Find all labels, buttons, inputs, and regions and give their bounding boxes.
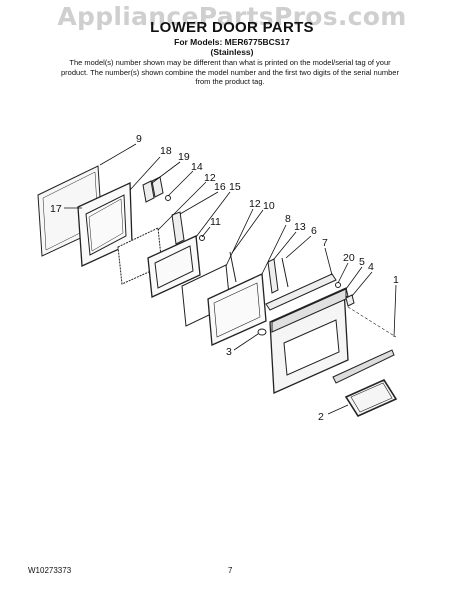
part-6-rail [281,257,289,288]
callout-4: 4 [368,261,374,273]
callout-8: 8 [285,213,291,225]
part-16-hinge [171,211,185,245]
part-4-clip [345,294,355,307]
part-14-bracket [151,176,164,198]
callout-18: 18 [160,145,172,157]
variant-line: (Stainless) [210,47,254,57]
callout-6: 6 [311,225,317,237]
part-15-frame [147,235,201,298]
model-note: The model(s) number shown may be differe… [61,58,399,86]
callout-15: 15 [229,181,241,193]
part-8-panel [207,273,267,346]
model-line: For Models: MER6775BCS17 [174,37,290,47]
callout-19: 19 [178,151,190,163]
callout-1: 1 [393,274,399,286]
part-13-rail [267,258,279,294]
part-2-glass [344,378,398,418]
callout-16: 16 [214,181,226,193]
document-number: W10273373 [28,566,72,575]
callout-2: 2 [318,411,324,423]
watermark: AppliancePartsPros.com [57,2,407,31]
callout-9: 9 [136,133,142,145]
part-1-handle [332,349,395,384]
callout-5: 5 [359,256,365,268]
part-14-screw [165,195,171,201]
page-title: LOWER DOOR PARTS [150,19,314,36]
callout-3: 3 [226,346,232,358]
callout-14: 14 [191,161,203,173]
callout-17: 17 [50,203,62,215]
part-7-vent-trim [265,273,337,311]
part-20-clip [335,282,341,288]
callout-13: 13 [294,221,306,233]
callout-20: 20 [343,252,355,264]
part-19-bracket [142,180,155,203]
callout-10: 10 [263,200,275,212]
page-number: 7 [228,566,233,575]
callout-11: 11 [210,216,221,228]
callout-12-top: 12 [204,172,216,184]
part-10-strip [229,251,237,283]
part-3-end-cap [257,328,267,336]
callout-7: 7 [322,237,328,249]
callout-12-mid: 12 [249,198,261,210]
part-11-screw [199,235,205,241]
